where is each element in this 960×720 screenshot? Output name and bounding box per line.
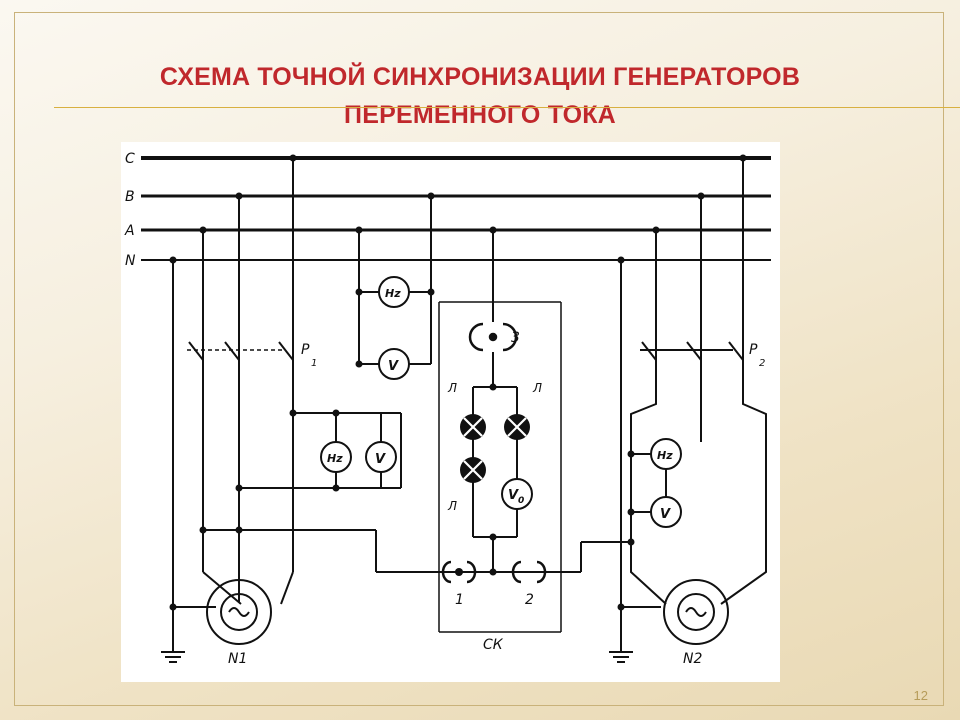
meter-v0-sub: 0 (518, 496, 524, 506)
lamp-label-1: Л (447, 381, 457, 395)
lamp-icons (460, 414, 530, 483)
bus-b-label: B (125, 189, 135, 205)
generator-1-circle (206, 579, 272, 645)
title-divider (54, 107, 960, 108)
synchroscope-icon (468, 322, 518, 352)
switch-2-sub: 2 (759, 358, 765, 369)
contact-2-label: 2 (525, 592, 534, 608)
meter-hz-g2-label: Hz (657, 449, 673, 462)
meter-v-g2-label: V (660, 507, 671, 522)
switch-1-label: Р (301, 342, 310, 358)
switch-2-label: Р (749, 342, 758, 358)
frequency-meter-g2-icon (650, 438, 682, 470)
meter-hz-g1-label: Hz (327, 452, 343, 465)
synchroscope-3-label: 3 (511, 330, 520, 346)
frequency-meter-g1-icon (320, 441, 352, 473)
title-line-1: СХЕМА ТОЧНОЙ СИНХРОНИЗАЦИИ ГЕНЕРАТОРОВ (159, 63, 801, 91)
meter-hz-bus-label: Hz (385, 287, 401, 300)
title-line-2: ПЕРЕМЕННОГО ТОКА (344, 101, 616, 129)
circuit-diagram: C B A N Р 1 Р 2 Hz V Hz V Hz V V 0 3 Л Л… (121, 142, 780, 682)
lamp-label-2: Л (532, 381, 542, 395)
lamp-label-3: Л (447, 499, 457, 513)
generator-1-label: N1 (228, 651, 247, 667)
meter-v0-label: V (508, 488, 519, 503)
circuit-svg: C B A N Р 1 Р 2 Hz V Hz V Hz V V 0 3 Л Л… (124, 151, 771, 667)
bus-a-label: A (124, 223, 135, 239)
synchro-block-label: СК (483, 637, 504, 653)
contact-icons (441, 560, 547, 584)
voltmeter-g2-icon (650, 496, 682, 528)
bus-n-label: N (125, 253, 136, 269)
synchro-block-frame (438, 301, 562, 633)
generator-2-label: N2 (683, 651, 702, 667)
frequency-meter-bus-icon (378, 276, 410, 308)
switch-1-sub: 1 (311, 358, 317, 369)
generator-2-circle (663, 579, 729, 645)
slide-frame (14, 12, 944, 706)
contact-1-label: 1 (455, 592, 464, 608)
zero-voltmeter-icon (501, 478, 533, 510)
meter-v-bus-label: V (388, 359, 399, 374)
page-number: 12 (913, 688, 928, 703)
meter-v-g1-label: V (375, 452, 386, 467)
voltmeter-g1-icon (365, 441, 397, 473)
voltmeter-bus-icon (378, 348, 410, 380)
bus-c-label: C (125, 151, 135, 167)
slide-title: СХЕМА ТОЧНОЙ СИНХРОНИЗАЦИИ ГЕНЕРАТОРОВ П… (0, 58, 960, 134)
